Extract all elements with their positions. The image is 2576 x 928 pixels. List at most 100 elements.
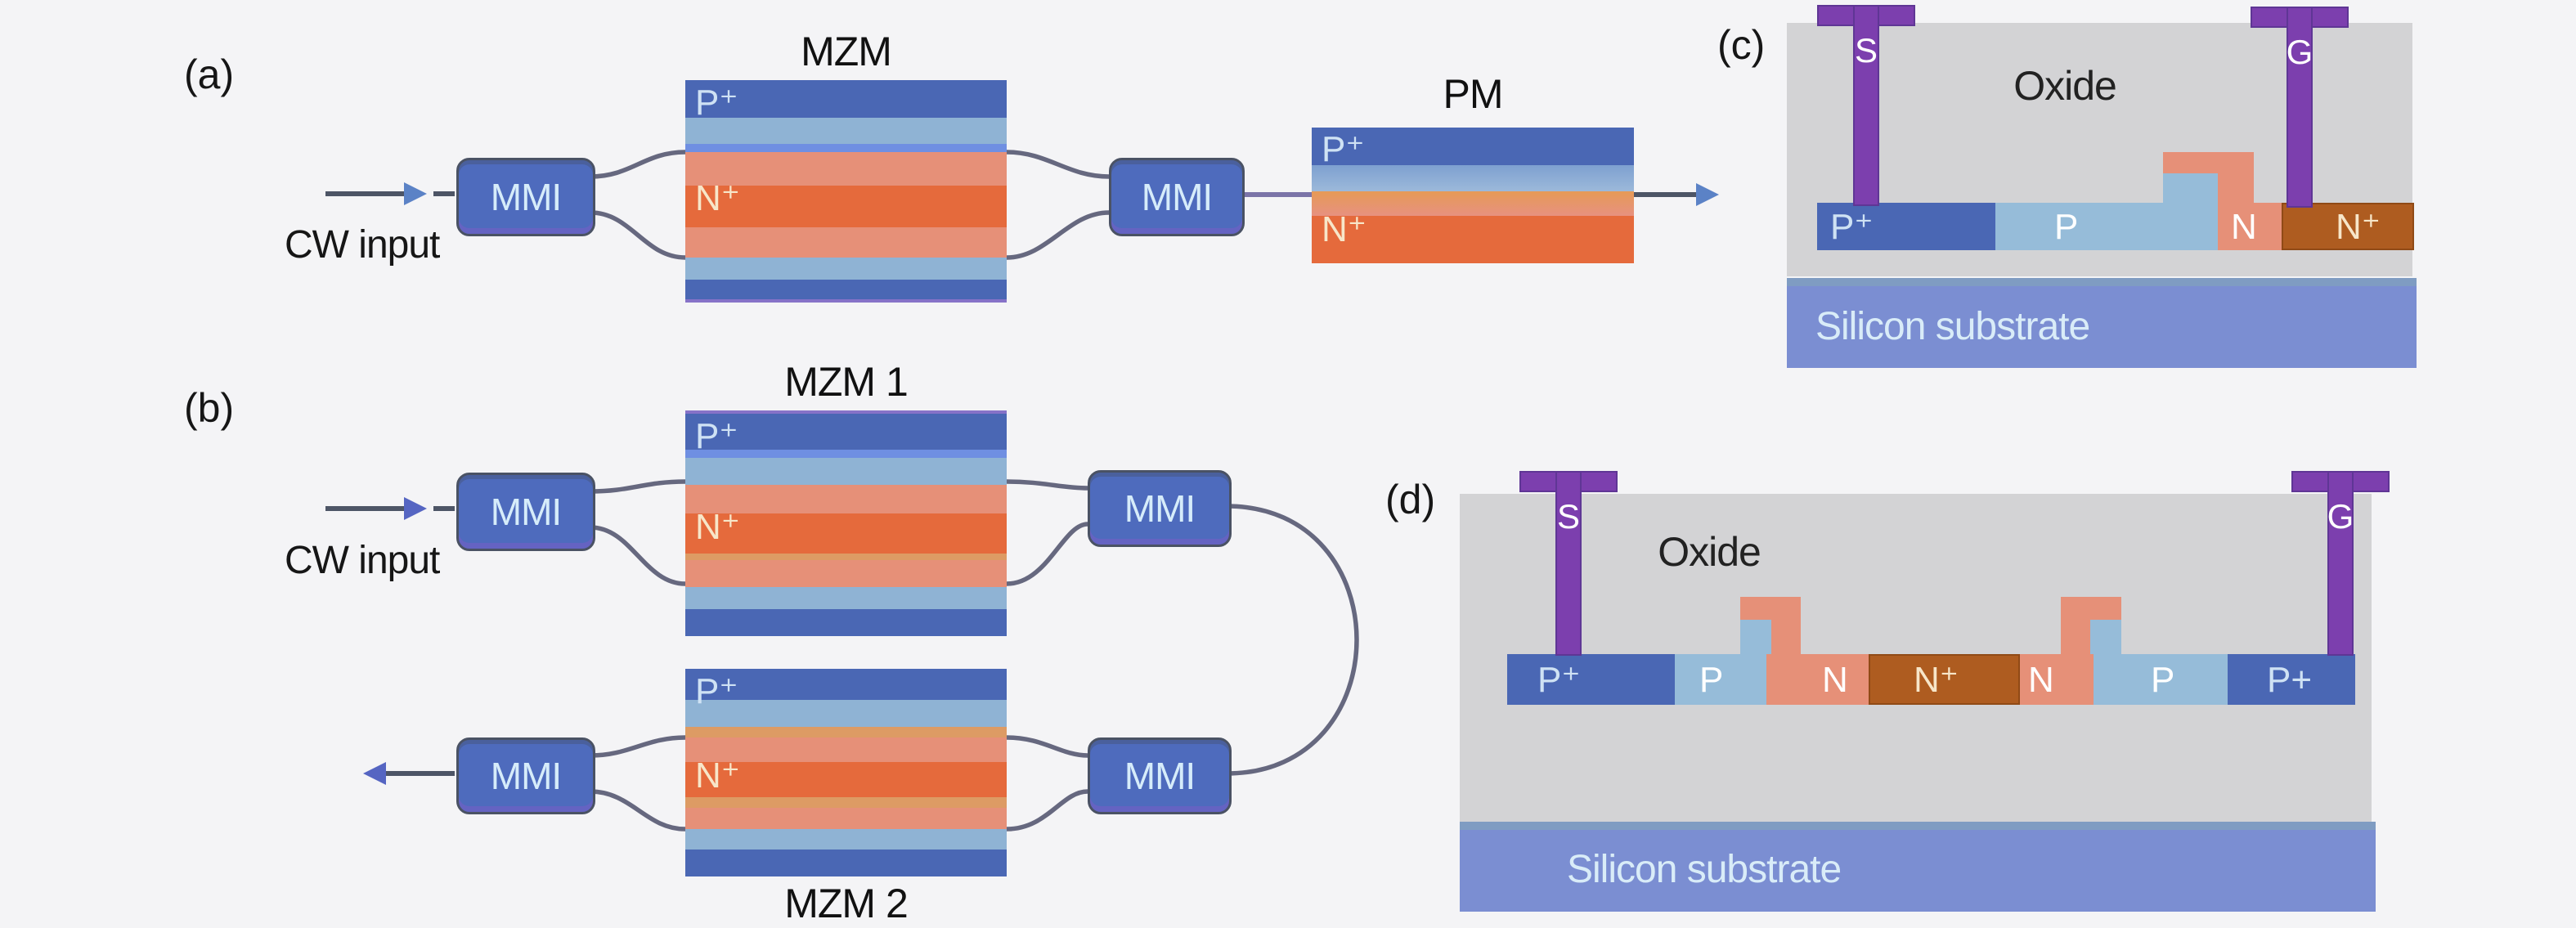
waveguide-b2-right-lower: [1006, 789, 1088, 832]
cw-input-arrow-b: [325, 497, 455, 520]
waveguide-b1-in-lower: [590, 525, 686, 586]
waveguide-b1-out-upper: [1006, 479, 1088, 491]
n-left-label: N: [1822, 660, 1848, 700]
mmi-coupler: MMI: [456, 158, 595, 236]
waveguide-b2-left-lower: [590, 789, 686, 832]
doped-stripe-p-plus: [685, 80, 1007, 118]
p-plus-left-label: P⁺: [1537, 660, 1581, 700]
waveguide-loopback-arc: [1226, 504, 1359, 776]
panel-d-label: (d): [1385, 477, 1436, 522]
g-contact-via: [2287, 7, 2313, 208]
doped-stripe-p: [685, 117, 1007, 144]
silicon-substrate-label: Silicon substrate: [1567, 848, 1842, 891]
doped-stripe-n: [685, 152, 1007, 186]
p-plus-label: P⁺: [1322, 129, 1365, 169]
s-contact-label: S: [1854, 31, 1878, 69]
doped-stripe-n: [685, 797, 1007, 809]
silicon-substrate-label: Silicon substrate: [1815, 305, 2090, 348]
p-plus-label: P⁺: [695, 671, 738, 711]
panel-b-label: (b): [184, 385, 235, 431]
cw-input-text-a: CW input: [285, 223, 440, 267]
doped-stripe-n: [685, 560, 1007, 588]
waveguide-stripe: [685, 143, 1007, 153]
mmi-coupler: MMI: [1088, 737, 1232, 814]
n-plus-label: N⁺: [695, 755, 740, 796]
cw-input-text-b: CW input: [285, 539, 440, 582]
n-plus-region-label: N⁺: [2336, 207, 2381, 247]
s-contact-via: [1853, 5, 1879, 206]
doped-stripe-p: [685, 258, 1007, 280]
pm-block: P⁺ N⁺: [1312, 128, 1634, 263]
rib-waveguide-left-cap: [1740, 597, 1801, 620]
p-plus-label: P⁺: [695, 416, 738, 456]
g-contact-label: G: [2327, 497, 2354, 536]
cw-input-arrow-a: [325, 182, 455, 205]
mmi-coupler: MMI: [456, 473, 595, 551]
rib-waveguide-p-side: [2163, 173, 2218, 250]
s-contact-via: [1555, 471, 1582, 656]
mzm2-block: P⁺ N⁺: [685, 669, 1007, 876]
p-plus-region-label: P⁺: [1830, 207, 1874, 247]
mmi-coupler: MMI: [1088, 470, 1232, 547]
arrow-head-icon: [404, 497, 427, 520]
doped-stripe-p-plus: [685, 279, 1007, 299]
p-plus-right-label: P+: [2267, 660, 2313, 700]
doped-stripe-p: [685, 700, 1007, 728]
mzm1-block: P⁺ N⁺: [685, 410, 1007, 636]
doped-stripe-n: [1312, 191, 1634, 216]
n-plus-label: N⁺: [695, 506, 740, 547]
doped-stripe-n: [685, 226, 1007, 258]
g-contact-label: G: [2286, 33, 2313, 71]
silicon-substrate: [1460, 822, 2376, 912]
n-plus-label: N⁺: [695, 178, 740, 219]
mmi-label: MMI: [490, 755, 562, 797]
mzm-block: P⁺ N⁺: [685, 80, 1007, 303]
waveguide-b1-out-lower: [1006, 522, 1088, 586]
output-arrow-a: [1634, 183, 1719, 206]
rib-waveguide-left-n-side: [1771, 620, 1801, 654]
p-left-label: P: [1699, 660, 1724, 700]
n-region-right: [2020, 654, 2094, 705]
arrow-head-icon: [363, 762, 386, 785]
doped-stripe-n: [685, 727, 1007, 737]
p-plus-region: [1817, 203, 1995, 250]
oxide-label: Oxide: [1658, 529, 1761, 575]
p-region: [1995, 203, 2163, 250]
arrow-head-icon: [404, 182, 427, 205]
s-contact-label: S: [1556, 497, 1580, 536]
mmi-label: MMI: [1124, 755, 1196, 797]
waveguide-stripe: [685, 449, 1007, 459]
doped-stripe-n-plus: [685, 185, 1007, 227]
doped-stripe-p-plus: [1312, 128, 1634, 166]
g-contact-via: [2327, 471, 2354, 656]
n-plus-region: [1869, 654, 2020, 705]
panel-c-label: (c): [1717, 22, 1766, 68]
doped-stripe-p: [685, 828, 1007, 850]
doped-stripe-p: [1312, 165, 1634, 191]
mzm1-title: MZM 1: [784, 359, 909, 405]
doped-stripe-n: [685, 554, 1007, 561]
doped-stripe-p: [685, 458, 1007, 486]
doped-stripe-n: [685, 485, 1007, 514]
mmi-label: MMI: [490, 491, 562, 533]
doped-stripe-p-plus: [685, 849, 1007, 876]
n-region-left: [1766, 654, 1869, 705]
mzm2-title: MZM 2: [784, 881, 909, 926]
panel-a-label: (a): [184, 52, 235, 97]
rib-waveguide-right-n-side: [2061, 620, 2090, 654]
p-right-label: P: [2151, 660, 2175, 700]
n-region: [2218, 203, 2282, 250]
n-region-label: N: [2231, 207, 2257, 247]
mmi-label: MMI: [490, 176, 562, 218]
mmi-coupler: MMI: [456, 737, 595, 814]
waveguide-b1-in-upper: [590, 479, 686, 494]
doped-stripe-p: [685, 587, 1007, 610]
output-arrow-b: [363, 762, 455, 785]
rib-waveguide-right-cap: [2061, 597, 2121, 620]
doped-stripe-p-plus: [685, 414, 1007, 450]
rib-waveguide-left-p-side: [1740, 620, 1771, 654]
n-plus-label: N⁺: [1914, 660, 1959, 700]
waveguide-b2-right-upper: [1006, 735, 1088, 758]
waveguide-a-out-upper: [1006, 150, 1110, 179]
silicon-substrate: [1787, 278, 2417, 368]
